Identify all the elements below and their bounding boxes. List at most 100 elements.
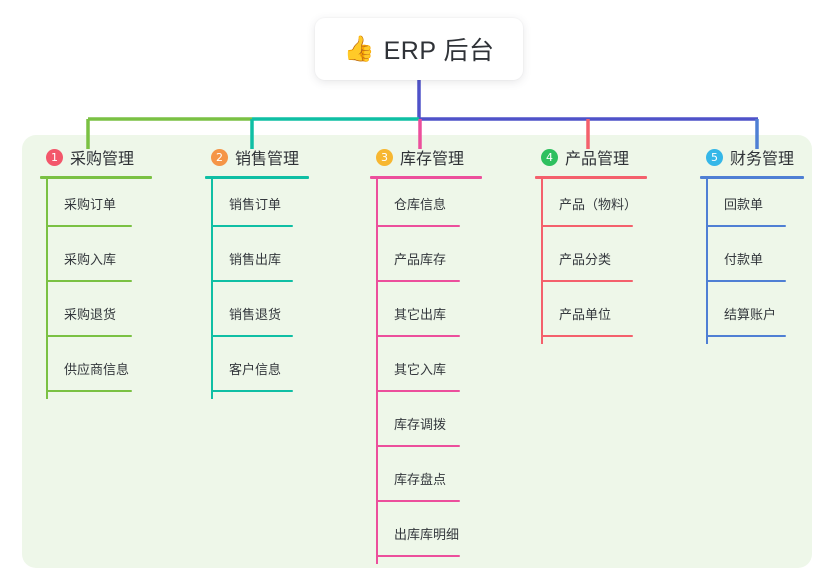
branch-item[interactable]: 库存调拨 [362, 399, 480, 454]
branch-item-label: 产品库存 [394, 252, 447, 267]
branch-spine [46, 179, 48, 399]
branch-item-list: 产品（物料） 产品分类产品单位 [527, 179, 645, 344]
branch-item-label: 结算账户 [724, 307, 777, 322]
diagram-background-panel [22, 135, 812, 568]
branch-item[interactable]: 产品单位 [527, 289, 645, 344]
branch-column-2: 2 销售管理销售订单销售出库销售退货客户信息 [197, 145, 313, 399]
branch-item-list: 销售订单销售出库销售退货客户信息 [197, 179, 313, 399]
branch-item-rule [376, 555, 460, 557]
branch-item[interactable]: 销售订单 [197, 179, 313, 234]
branch-item-label: 产品单位 [559, 307, 612, 322]
branch-item[interactable]: 供应商信息 [32, 344, 152, 399]
branch-item-rule [376, 335, 460, 337]
branch-item-label: 销售退货 [229, 307, 282, 322]
branch-header-rule [535, 176, 647, 179]
branch-header-3[interactable]: 3 库存管理 [362, 145, 480, 169]
branch-item-list: 仓库信息产品库存其它出库其它入库库存调拨库存盘点出库库明细 [362, 179, 480, 564]
branch-item-list: 回款单付款单结算账户 [692, 179, 808, 344]
branch-item-rule [376, 390, 460, 392]
branch-item-rule [541, 335, 633, 337]
branch-item-rule [211, 335, 293, 337]
branch-item[interactable]: 其它出库 [362, 289, 480, 344]
branch-item-rule [541, 280, 633, 282]
branch-item-rule [46, 390, 132, 392]
branch-item-label: 其它入库 [394, 362, 447, 377]
root-title: ERP 后台 [383, 37, 495, 65]
branch-title: 产品管理 [565, 151, 630, 168]
branch-item-label: 产品分类 [559, 252, 612, 267]
branch-item[interactable]: 产品（物料） [527, 179, 645, 234]
branch-item-list: 采购订单采购入库采购退货供应商信息 [32, 179, 152, 399]
branch-item-label: 回款单 [724, 197, 764, 212]
branch-header-rule [40, 176, 152, 179]
branch-spine [541, 179, 543, 344]
branch-item-label: 采购入库 [64, 252, 117, 267]
branch-item-label: 产品（物料） [559, 197, 638, 212]
branch-item-label: 客户信息 [229, 362, 282, 377]
branch-header-rule [700, 176, 804, 179]
branch-item-label: 销售出库 [229, 252, 282, 267]
branch-header-4[interactable]: 4 产品管理 [527, 145, 645, 169]
branch-item-label: 付款单 [724, 252, 764, 267]
root-node[interactable]: 👍 ERP 后台 [315, 18, 523, 80]
branch-item[interactable]: 结算账户 [692, 289, 808, 344]
branch-item[interactable]: 销售出库 [197, 234, 313, 289]
branch-item-rule [46, 225, 132, 227]
branch-column-3: 3 库存管理仓库信息产品库存其它出库其它入库库存调拨库存盘点出库库明细 [362, 145, 482, 564]
branch-item[interactable]: 采购退货 [32, 289, 152, 344]
branch-item-rule [46, 280, 132, 282]
branch-item-rule [706, 225, 786, 227]
branch-item-rule [376, 445, 460, 447]
branch-item-label: 供应商信息 [64, 362, 130, 377]
branch-item-label: 出库库明细 [394, 527, 460, 542]
branch-item[interactable]: 库存盘点 [362, 454, 480, 509]
branch-item[interactable]: 其它入库 [362, 344, 480, 399]
branch-item-label: 仓库信息 [394, 197, 447, 212]
branch-item-rule [211, 280, 293, 282]
branch-item[interactable]: 采购入库 [32, 234, 152, 289]
branch-header-rule [205, 176, 309, 179]
branch-item[interactable]: 客户信息 [197, 344, 313, 399]
branch-item-rule [46, 335, 132, 337]
branch-item-label: 采购订单 [64, 197, 117, 212]
branch-item-rule [706, 335, 786, 337]
branch-spine [211, 179, 213, 399]
branch-item-rule [376, 500, 460, 502]
branch-item-rule [376, 225, 460, 227]
branch-item[interactable]: 销售退货 [197, 289, 313, 344]
branch-item[interactable]: 回款单 [692, 179, 808, 234]
branch-title: 采购管理 [70, 151, 135, 168]
branch-number-badge: 4 [541, 148, 558, 166]
branch-spine [376, 179, 378, 564]
branch-number-badge: 5 [706, 148, 723, 166]
branch-item-label: 库存调拨 [394, 417, 447, 432]
branch-header-rule [370, 176, 482, 179]
branch-item[interactable]: 出库库明细 [362, 509, 480, 564]
branch-number-badge: 2 [211, 148, 228, 166]
branch-title: 销售管理 [235, 151, 300, 168]
branch-item-label: 其它出库 [394, 307, 447, 322]
branch-item[interactable]: 产品库存 [362, 234, 480, 289]
branch-item[interactable]: 产品分类 [527, 234, 645, 289]
branch-item[interactable]: 采购订单 [32, 179, 152, 234]
branch-item[interactable]: 仓库信息 [362, 179, 480, 234]
branch-item-label: 销售订单 [229, 197, 282, 212]
branch-title: 库存管理 [400, 151, 465, 168]
branch-header-2[interactable]: 2 销售管理 [197, 145, 313, 169]
branch-item-label: 库存盘点 [394, 472, 447, 487]
thumbs-up-icon: 👍 [343, 34, 375, 63]
branch-item-rule [211, 390, 293, 392]
branch-item-label: 采购退货 [64, 307, 117, 322]
branch-item-rule [706, 280, 786, 282]
branch-item-rule [211, 225, 293, 227]
branch-item[interactable]: 付款单 [692, 234, 808, 289]
branch-item-rule [376, 280, 460, 282]
branch-item-rule [541, 225, 633, 227]
branch-number-badge: 3 [376, 148, 393, 166]
